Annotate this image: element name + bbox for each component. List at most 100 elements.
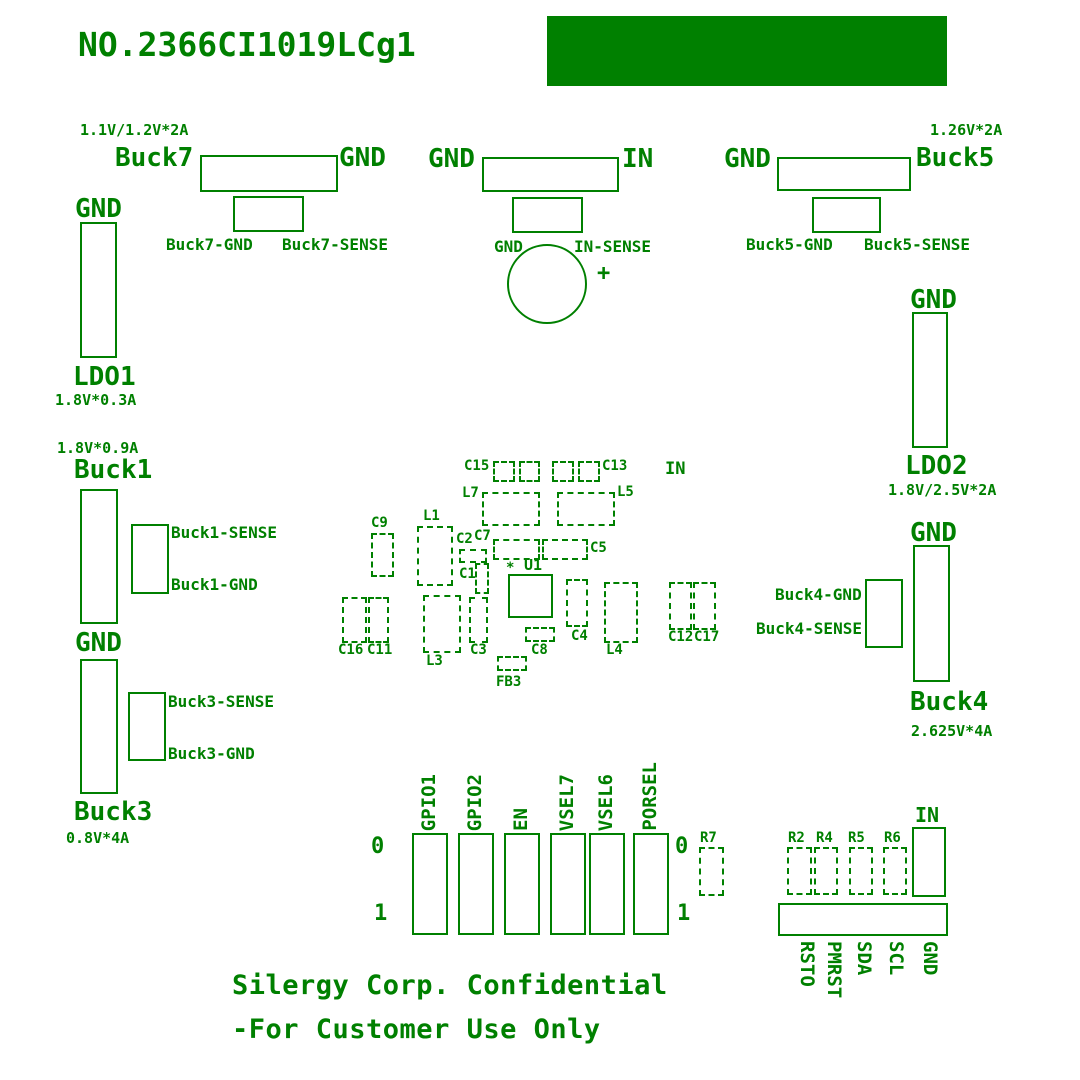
c2-ref: C2 [456, 531, 473, 547]
c11-ref: C11 [367, 642, 393, 658]
buck7-sub-gnd-label: Buck7-GND [166, 235, 253, 254]
buck7-rating: 1.1V/1.2V*2A [80, 121, 189, 139]
c15-footprint-a [493, 461, 515, 482]
buck1-rating: 1.8V*0.9A [57, 439, 139, 457]
buck1-buck3-gnd-label: GND [75, 628, 122, 658]
i2c-pin-scl: SCL [885, 941, 907, 976]
jumper-header-en [504, 833, 540, 935]
buck4-rating: 2.625V*4A [911, 722, 993, 740]
buck3-sense-label: Buck3-SENSE [168, 692, 274, 711]
l3-ref: L3 [426, 653, 443, 669]
c8-footprint [525, 627, 555, 642]
buck4-pad [913, 545, 950, 682]
c3-footprint [469, 597, 488, 643]
buck3-sense-pad [128, 692, 166, 761]
ldo2-label: LDO2 [905, 451, 968, 481]
c5-footprint [542, 539, 588, 560]
c1-ref: C1 [459, 566, 476, 582]
r2-ref: R2 [788, 830, 805, 846]
u1-pin1-mark: * [506, 560, 515, 576]
fb3-footprint [497, 656, 527, 671]
c12-footprint [669, 582, 692, 630]
buck3-rating: 0.8V*4A [66, 829, 130, 847]
jumper-right-pos0: 0 [675, 834, 689, 859]
vin-sense-pad [512, 197, 583, 233]
ldo2-pad [912, 312, 948, 448]
i2c-pin-sda: SDA [853, 941, 875, 976]
c4-ref: C4 [571, 628, 588, 644]
l4-footprint [604, 582, 638, 643]
i2c-in-label: IN [915, 803, 940, 827]
l5-footprint [557, 492, 615, 526]
jumper-header-gpio1 [412, 833, 448, 935]
l1-footprint [417, 526, 453, 586]
buck3-pad [80, 659, 118, 794]
buck7-sense-pad [233, 196, 304, 232]
r4-footprint [814, 847, 838, 895]
c2-footprint [459, 549, 487, 563]
jumper-header-gpio2 [458, 833, 494, 935]
c7-ref: C7 [474, 528, 491, 544]
buck4-gnd-label: GND [910, 518, 957, 548]
ldo1-gnd-label: GND [75, 194, 122, 224]
jumper-label-vsel6: VSEL6 [595, 773, 617, 831]
c12-ref: C12 [668, 629, 694, 645]
buck4-sense-gnd-label: Buck4-GND [775, 585, 862, 604]
vin-pad [482, 157, 619, 192]
buck3-sense-gnd-label: Buck3-GND [168, 744, 255, 763]
r5-footprint [849, 847, 873, 895]
c17-ref: C17 [694, 629, 720, 645]
i2c-pin-gnd: GND [919, 941, 941, 976]
c4-footprint [566, 579, 588, 627]
jumper-header-porsel [633, 833, 669, 935]
capacitor-plus-mark: + [597, 261, 611, 286]
c3-ref: C3 [470, 642, 487, 658]
buck5-label: Buck5 [916, 143, 995, 173]
footer-customer-use-line: -For Customer Use Only [232, 1014, 601, 1045]
center-in-label: IN [665, 459, 686, 479]
ldo2-gnd-label: GND [910, 285, 957, 315]
i2c-connector [778, 903, 948, 936]
buck7-gnd-label: GND [339, 143, 386, 173]
c9-footprint [371, 533, 394, 577]
buck1-pad [80, 489, 118, 624]
i2c-pin-pmrst: PMRST [823, 941, 845, 999]
c5-ref: C5 [590, 540, 607, 556]
l7-footprint [482, 492, 540, 526]
r6-ref: R6 [884, 830, 901, 846]
c11-footprint [368, 597, 389, 643]
jumper-left-pos0: 0 [371, 834, 385, 859]
c8-ref: C8 [531, 642, 548, 658]
l5-ref: L5 [617, 484, 634, 500]
jumper-label-gpio2: GPIO2 [464, 773, 486, 831]
c15-footprint-b [519, 461, 540, 482]
u1-ref: U1 [524, 556, 543, 574]
buck1-sense-gnd-label: Buck1-GND [171, 575, 258, 594]
r2-footprint [787, 847, 812, 895]
buck1-sense-pad [131, 524, 169, 594]
c16-footprint [342, 597, 367, 643]
jumper-header-vsel7 [550, 833, 586, 935]
c17-footprint [693, 582, 716, 630]
u1-ic-outline [508, 574, 553, 618]
vin-sub-sense-label: IN-SENSE [574, 237, 652, 256]
r5-ref: R5 [848, 830, 865, 846]
buck5-sense-pad [812, 197, 881, 233]
buck7-pad [200, 155, 338, 192]
vin-label: IN [622, 144, 654, 174]
c1-footprint [475, 563, 489, 594]
jumper-label-porsel: PORSEL [639, 762, 661, 831]
l4-ref: L4 [606, 642, 623, 658]
r4-ref: R4 [816, 830, 833, 846]
redacted-green-bar [547, 16, 947, 86]
i2c-in-pad [912, 827, 946, 897]
buck7-label: Buck7 [115, 143, 194, 173]
buck3-label: Buck3 [74, 797, 153, 827]
ldo1-label: LDO1 [73, 362, 136, 392]
buck5-sub-sense-label: Buck5-SENSE [864, 235, 970, 254]
buck4-sense-pad [865, 579, 903, 648]
board-title: NO.2366CI1019LCg1 [78, 25, 416, 64]
r7-ref: R7 [700, 830, 717, 846]
c16-ref: C16 [338, 642, 364, 658]
